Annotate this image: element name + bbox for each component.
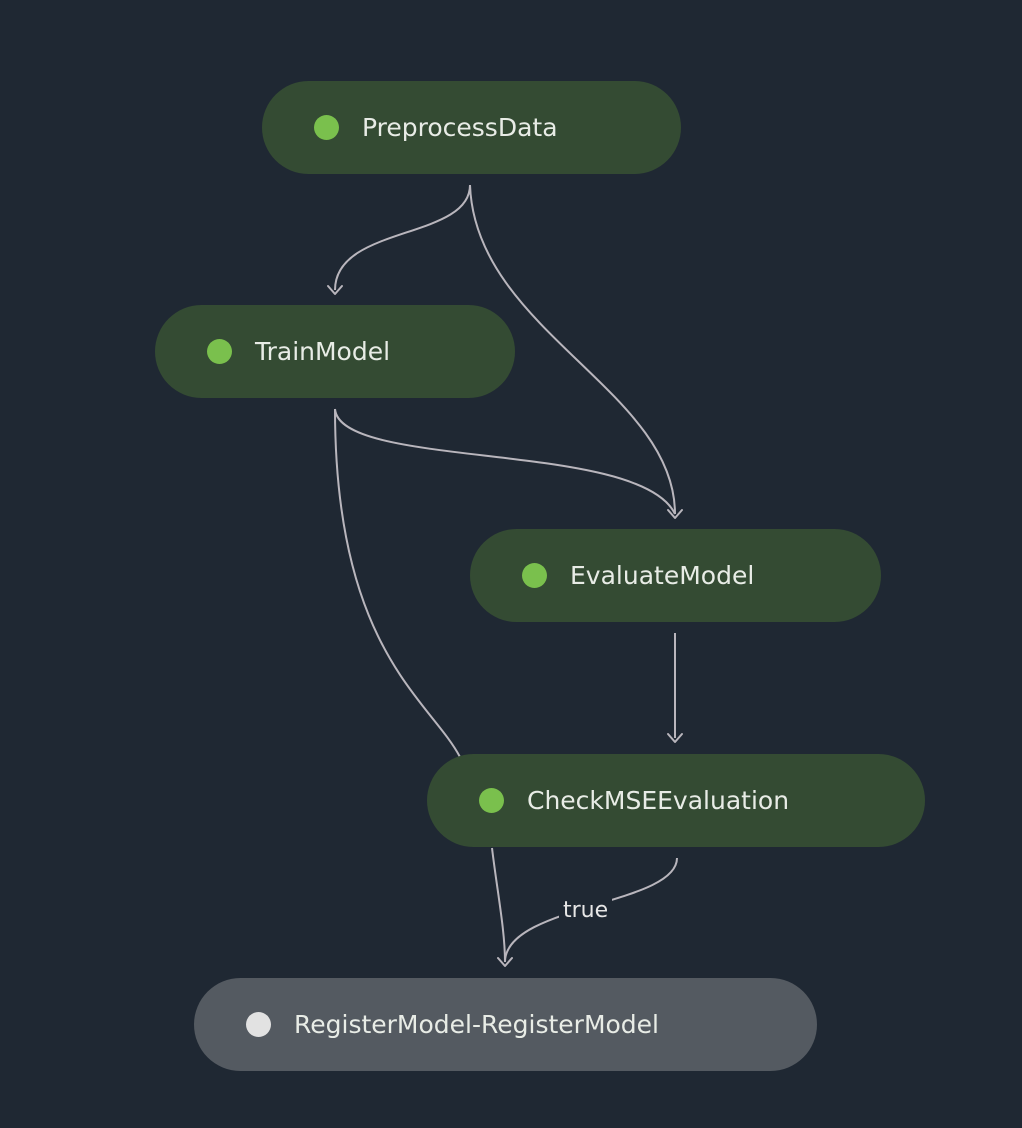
arrowhead-evaluate: [667, 509, 683, 519]
status-success-icon: [479, 788, 504, 813]
edge-train-to-register-tail: [491, 847, 506, 963]
arrowhead-register: [497, 957, 513, 967]
edge-label-true: true: [559, 898, 613, 924]
status-success-icon: [314, 115, 339, 140]
step-label: TrainModel: [255, 337, 391, 366]
status-pending-icon: [246, 1012, 271, 1037]
step-node-checkmseevaluation[interactable]: CheckMSEEvaluation: [427, 754, 925, 847]
step-node-registermodel[interactable]: RegisterModel-RegisterModel: [194, 978, 817, 1071]
status-success-icon: [207, 339, 232, 364]
edge-train-to-evaluate: [334, 408, 676, 515]
step-node-evaluatemodel[interactable]: EvaluateModel: [470, 529, 881, 622]
arrowhead-train: [327, 285, 343, 295]
arrowhead-check: [667, 733, 683, 743]
edge-train-to-register: [334, 408, 461, 758]
step-label: PreprocessData: [362, 113, 558, 142]
step-label: EvaluateModel: [570, 561, 755, 590]
edge-preprocess-to-train: [334, 184, 471, 291]
step-label: RegisterModel-RegisterModel: [294, 1010, 660, 1039]
step-label: CheckMSEEvaluation: [527, 786, 790, 815]
step-node-trainmodel[interactable]: TrainModel: [155, 305, 515, 398]
edge-preprocess-to-evaluate: [469, 184, 676, 515]
status-success-icon: [522, 563, 547, 588]
step-node-preprocessdata[interactable]: PreprocessData: [262, 81, 681, 174]
